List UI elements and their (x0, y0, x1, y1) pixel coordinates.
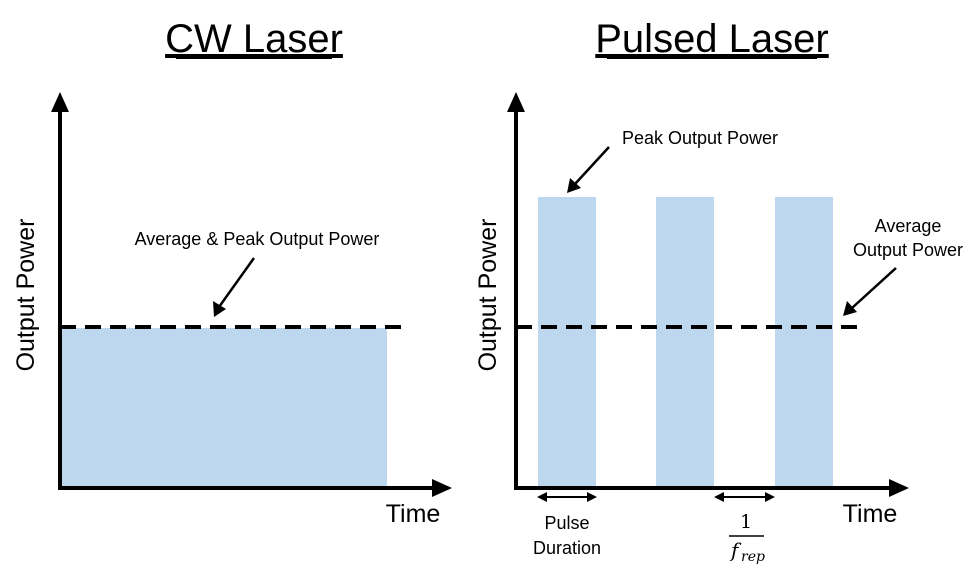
average-annotation-line2: Output Power (853, 240, 963, 260)
pulsed-panel: Pulsed Laser Output Power Time Peak Outp… (474, 17, 963, 565)
cw-x-axis-arrowhead (432, 479, 452, 497)
pulse-duration-arrowhead-left (537, 492, 547, 502)
cw-power-fill (62, 328, 387, 486)
period-denominator-sub: rep (741, 549, 765, 565)
pulse-duration-arrowhead-right (587, 492, 597, 502)
pulse-3 (775, 197, 833, 486)
cw-annotation-arrowhead (213, 301, 226, 317)
pulse-duration-label-line2: Duration (533, 538, 601, 558)
pulse-1 (538, 197, 596, 486)
cw-title: CW Laser (165, 17, 343, 61)
pulsed-y-axis-arrowhead (507, 92, 525, 112)
pulse-2 (656, 197, 714, 486)
cw-x-axis-label: Time (386, 500, 441, 528)
average-annotation-arrowhead (843, 301, 857, 316)
period-arrowhead-left (714, 492, 724, 502)
cw-annotation: Average & Peak Output Power (135, 229, 380, 249)
period-numerator: 1 (740, 511, 752, 533)
cw-panel: CW Laser Output Power Time Average & Pea… (12, 17, 452, 528)
peak-annotation-arrowhead (567, 178, 581, 193)
peak-annotation: Peak Output Power (622, 128, 778, 148)
peak-annotation-arrow (574, 146, 610, 185)
cw-y-axis-label: Output Power (12, 219, 40, 372)
period-arrowhead-right (765, 492, 775, 502)
average-annotation-arrow (851, 267, 897, 309)
pulsed-x-axis-arrowhead (889, 479, 909, 497)
pulse-duration-label-line1: Pulse (544, 513, 589, 533)
cw-annotation-arrow (217, 257, 256, 308)
average-annotation-line1: Average (875, 216, 942, 236)
pulsed-title: Pulsed Laser (595, 17, 828, 61)
cw-y-axis-arrowhead (51, 92, 69, 112)
pulsed-y-axis-label: Output Power (474, 219, 502, 372)
pulsed-x-axis-label: Time (843, 500, 898, 528)
